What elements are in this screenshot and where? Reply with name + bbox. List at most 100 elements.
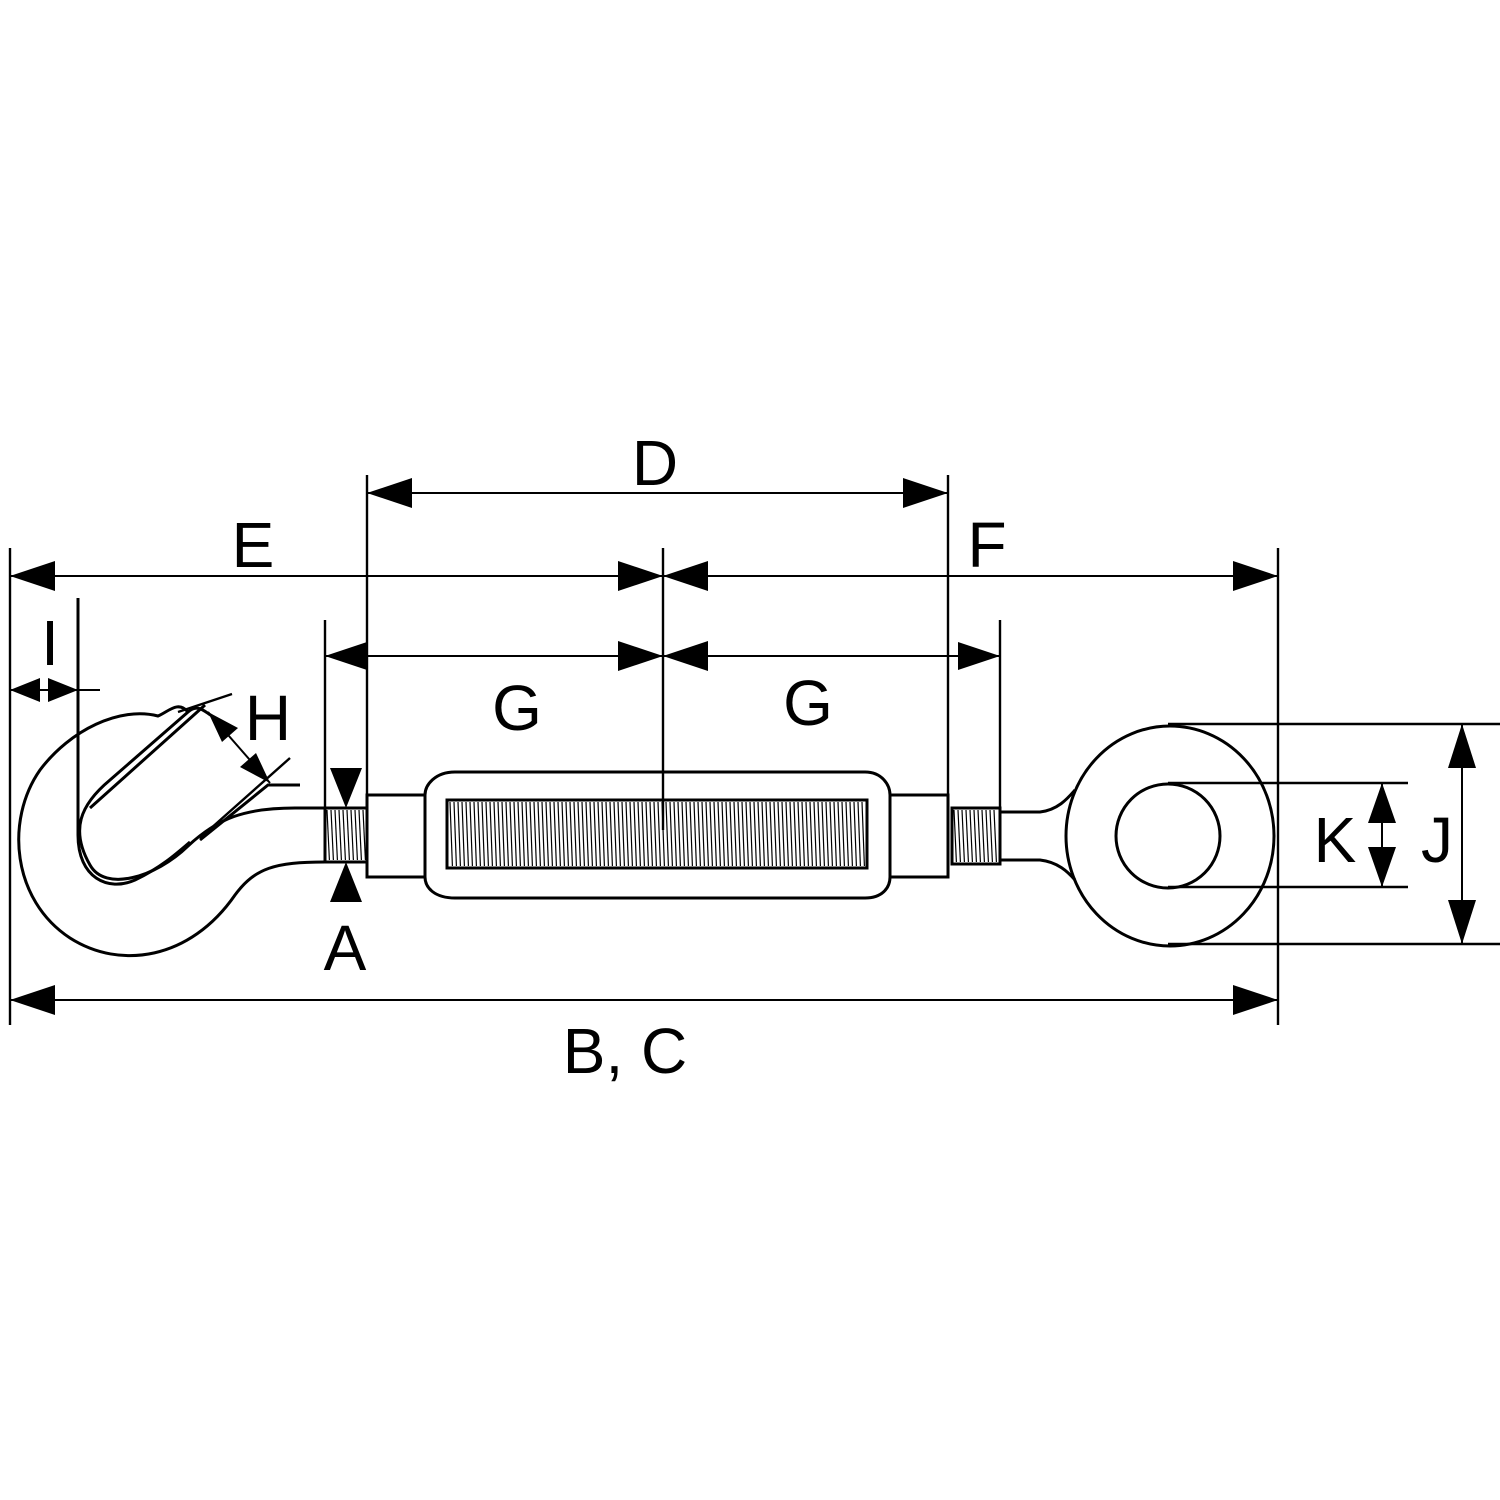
dimension-I (10, 678, 100, 702)
thread-line (689, 801, 693, 867)
thread-line (841, 801, 845, 867)
thread-line (805, 801, 809, 867)
thread-line (753, 801, 757, 867)
thread-line (565, 801, 569, 867)
label-G-left: G (492, 672, 542, 744)
label-B-C: B, C (563, 1015, 687, 1087)
thread-line (358, 809, 362, 861)
thread-line (521, 801, 525, 867)
label-F: F (967, 509, 1006, 581)
thread-line (861, 801, 865, 867)
thread-line (346, 809, 350, 861)
thread-line (473, 801, 477, 867)
dimension-E-F (10, 561, 1278, 591)
thread-line (481, 801, 485, 867)
thread-line (597, 801, 601, 867)
thread-line (745, 801, 749, 867)
thread-line (533, 801, 537, 867)
thread-line (789, 801, 793, 867)
thread-line (757, 801, 761, 867)
thread-line (685, 801, 689, 867)
thread-line (741, 801, 745, 867)
thread-line (501, 801, 505, 867)
thread-line (625, 801, 629, 867)
dimension-B-C (10, 985, 1278, 1015)
thread-line (709, 801, 713, 867)
thread-line (749, 801, 753, 867)
thread-line (829, 801, 833, 867)
thread-line (717, 801, 721, 867)
thread-line (813, 801, 817, 867)
thread-line (449, 801, 453, 867)
thread-line (545, 801, 549, 867)
thread-line (513, 801, 517, 867)
dimension-H (207, 711, 271, 784)
thread-line (537, 801, 541, 867)
thread-line (969, 809, 973, 863)
thread-line (761, 801, 765, 867)
extension-lines (8, 475, 1500, 1025)
thread-line (809, 801, 813, 867)
thread-line (981, 809, 985, 863)
thread-line (581, 801, 585, 867)
thread-line (765, 801, 769, 867)
thread-line (633, 801, 637, 867)
thread-line (549, 801, 553, 867)
thread-line (338, 809, 342, 861)
thread-line (833, 801, 837, 867)
thread-line (989, 809, 993, 863)
thread-line (693, 801, 697, 867)
thread-line (825, 801, 829, 867)
thread-line (326, 809, 330, 861)
thread-line (733, 801, 737, 867)
label-D: D (632, 427, 678, 499)
thread-line (573, 801, 577, 867)
thread-line (729, 801, 733, 867)
thread-line (797, 801, 801, 867)
thread-line (849, 801, 853, 867)
thread-line (362, 809, 366, 861)
thread-line (665, 801, 669, 867)
thread-line (529, 801, 533, 867)
thread-line (593, 801, 597, 867)
thread-line (845, 801, 849, 867)
thread-line (681, 801, 685, 867)
label-K: K (1314, 804, 1357, 876)
thread-line (977, 809, 981, 863)
label-G-right: G (783, 667, 833, 739)
thread-line (561, 801, 565, 867)
thread-line (821, 801, 825, 867)
thread-line (469, 801, 473, 867)
thread-line (613, 801, 617, 867)
thread-line (509, 801, 513, 867)
hook-thread (323, 806, 369, 864)
thread-line (801, 801, 805, 867)
eye-end (1000, 724, 1276, 948)
thread-line (673, 801, 677, 867)
hook-end (17, 598, 326, 958)
thread-line (557, 801, 561, 867)
thread-line (617, 801, 621, 867)
label-A: A (324, 912, 367, 984)
thread-line (601, 801, 605, 867)
thread-line (585, 801, 589, 867)
thread-line (957, 809, 961, 863)
thread-line (497, 801, 501, 867)
thread-line (577, 801, 581, 867)
thread-line (569, 801, 573, 867)
thread-line (350, 809, 354, 861)
dimension-J (1448, 724, 1476, 944)
thread-line (985, 809, 989, 863)
thread-line (657, 801, 661, 867)
thread-line (541, 801, 545, 867)
thread-line (641, 801, 645, 867)
thread-line (334, 809, 338, 861)
thread-line (737, 801, 741, 867)
thread-line (485, 801, 489, 867)
thread-line (961, 809, 965, 863)
dimension-D (367, 478, 948, 508)
thread-line (705, 801, 709, 867)
thread-line (453, 801, 457, 867)
thread-line (465, 801, 469, 867)
